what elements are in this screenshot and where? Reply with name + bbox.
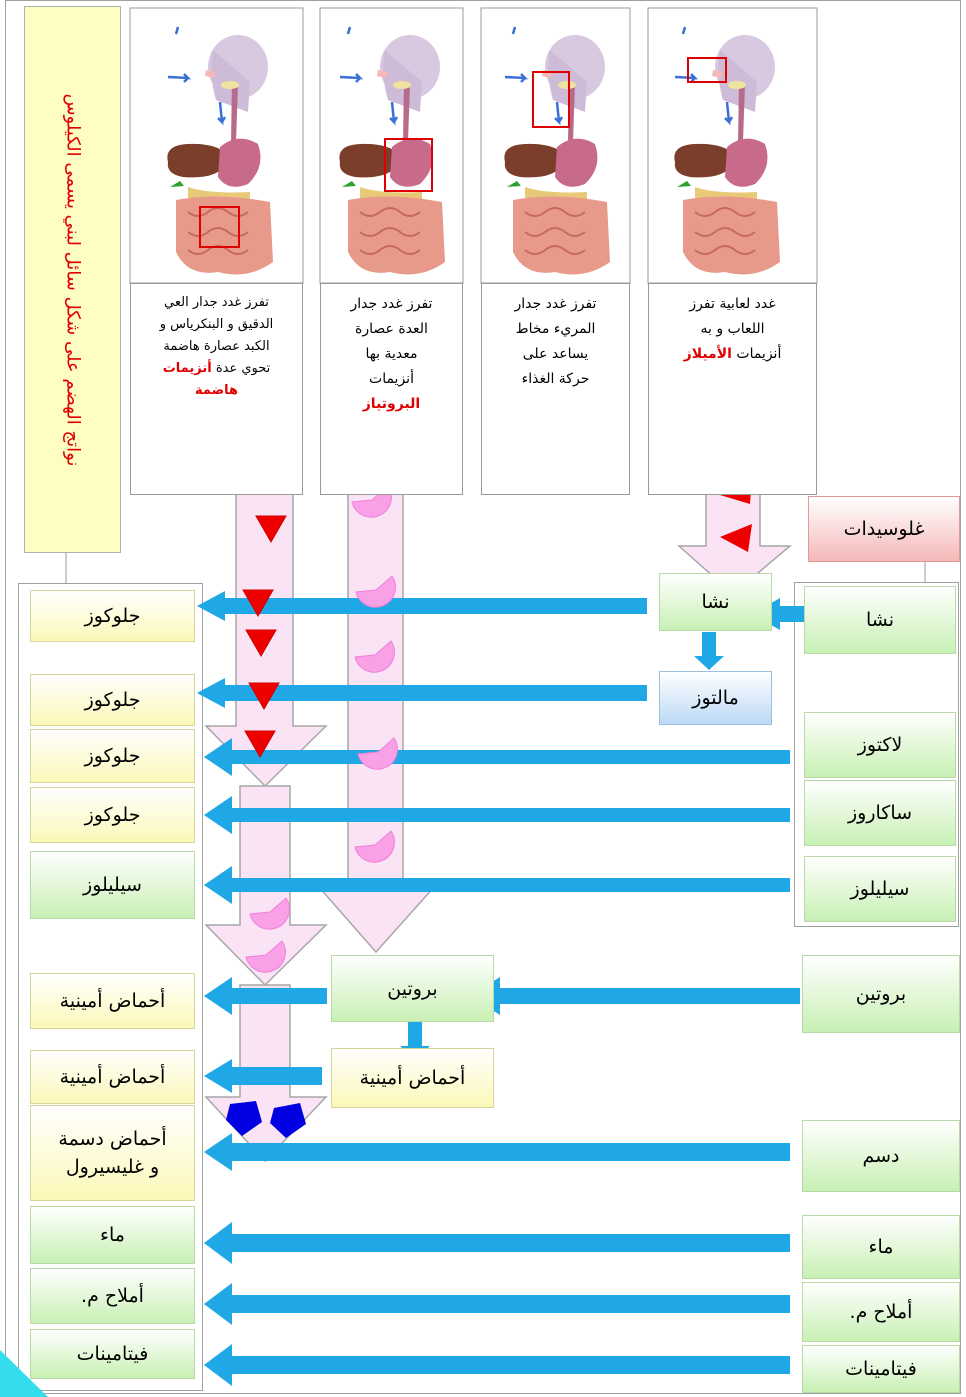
mid-amino: أحماض أمينية — [331, 1048, 494, 1108]
input-salts: أملاح م. — [802, 1282, 960, 1342]
caption-intestine: تفرز غدد جدار العي الدقيق و البنكرياس و … — [130, 283, 303, 495]
output-vitamins: فيتامينات — [30, 1329, 195, 1379]
arrow-maltose-to-glucose — [197, 678, 647, 708]
output-water: ماء — [30, 1206, 195, 1264]
input-cellulose: سيليلوز — [804, 856, 956, 922]
arrow-protein-to-amino — [204, 977, 327, 1015]
output-salts: أملاح م. — [30, 1268, 195, 1324]
input-lactose: لاكتوز — [804, 712, 956, 778]
highlight-mouth — [687, 57, 727, 83]
output-glucose-1: جلوكوز — [30, 590, 195, 642]
lipase-pentagon-icon — [270, 1103, 306, 1138]
caption-stomach: تفرز غدد جدار العدة عصارة معدية بها أنزي… — [320, 283, 463, 495]
highlight-intestine — [199, 206, 240, 248]
input-sucrose: ساكاروز — [804, 780, 956, 846]
arrow-fat — [204, 1133, 790, 1171]
arrow-salts — [204, 1283, 790, 1325]
carbs-frame — [794, 582, 959, 927]
arrow-vitamins — [204, 1344, 790, 1386]
carbs-header: غلوسيدات — [808, 496, 960, 562]
mid-maltose: مالتوز — [659, 671, 772, 725]
corner-decoration — [0, 1350, 48, 1397]
lipase-pentagon-icon — [226, 1101, 262, 1136]
page-frame — [5, 0, 961, 1394]
mid-protein: بروتين — [331, 955, 494, 1022]
input-vitamins: فيتامينات — [802, 1345, 960, 1393]
amylase-triangle-icon — [720, 524, 752, 552]
arrow-water — [204, 1222, 790, 1264]
outputs-frame — [18, 583, 203, 1391]
arrow-starch-to-glucose — [197, 591, 647, 621]
arrow-amino-out — [204, 1059, 322, 1093]
output-amino-1: أحماض أمينية — [30, 973, 195, 1029]
output-glucose-3: جلوكوز — [30, 729, 195, 783]
input-protein: بروتين — [802, 955, 960, 1033]
caption-mouth: غدد لعابية تفرز اللعاب و به أنزيمات الأم… — [648, 283, 817, 495]
input-water: ماء — [802, 1215, 960, 1279]
highlight-esophagus — [532, 71, 570, 128]
input-fat: دسم — [802, 1120, 960, 1192]
arrow-cellulose — [204, 866, 790, 904]
stomach-enzyme-arrow — [316, 457, 437, 954]
arrow-starch-to-maltose — [694, 632, 724, 670]
output-glucose-2: جلوكوز — [30, 674, 195, 726]
output-amino-2: أحماض أمينية — [30, 1050, 195, 1104]
flow-arrows — [197, 591, 812, 1386]
highlight-stomach — [384, 138, 433, 192]
output-cellulose: سيليلوز — [30, 851, 195, 919]
caption-esophagus: تفرز غدد جدار المريء مخاط يساعد على حركة… — [481, 283, 630, 495]
output-fatty-acids: أحماض دسمة و غليسيرول — [30, 1105, 195, 1201]
mid-starch: نشا — [659, 573, 772, 631]
input-starch: نشا — [804, 586, 956, 654]
arrow-protein-in — [470, 977, 800, 1015]
arrow-lactose — [204, 738, 790, 776]
chyle-title-box: نواتج الهضم على شكل سائل لبني يسمى الكيل… — [24, 6, 121, 553]
arrow-sucrose — [204, 796, 790, 834]
output-glucose-4: جلوكوز — [30, 787, 195, 843]
